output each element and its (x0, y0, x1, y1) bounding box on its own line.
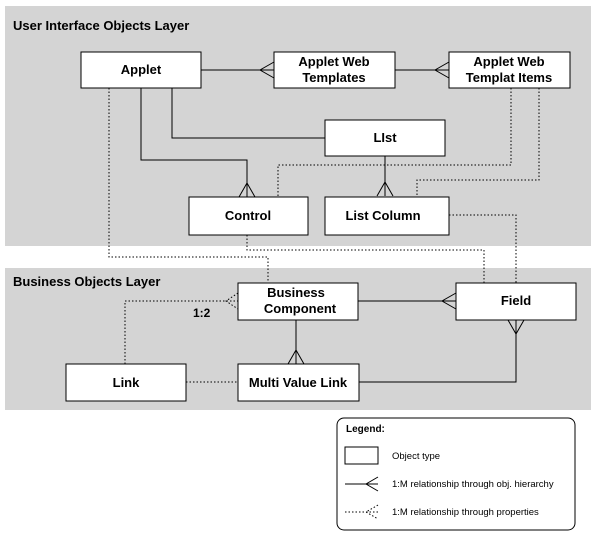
legend-hierarchy: 1:M relationship through obj. hierarchy (392, 479, 554, 490)
control-to-field-dotted (246, 235, 485, 283)
legend-object-type: Object type (392, 451, 440, 462)
box-label-line2: Component (264, 301, 337, 316)
mvl-to-field-line (359, 320, 517, 383)
items-to-control-dotted (277, 88, 512, 197)
legend-properties: 1:M relationship through properties (392, 507, 539, 518)
legend-object-swatch (344, 446, 379, 465)
box-label: Link (113, 375, 140, 390)
box-label: Control (225, 208, 271, 223)
listcolumn-to-field-dotted (449, 214, 517, 283)
crowfoot-bc-field (440, 292, 457, 310)
crowfoot-field (507, 319, 525, 336)
crowfoot-items (433, 61, 450, 79)
box-label: Applet (121, 62, 162, 77)
box-label-line2: Templates (302, 70, 365, 85)
box-label-line1: Applet Web (473, 54, 544, 69)
items-to-listcolumn-dotted (416, 88, 540, 197)
business-layer-title: Business Objects Layer (13, 274, 160, 289)
box-label-line1: Business (267, 285, 325, 300)
dotted-fork-bc (225, 292, 239, 310)
crowfoot-templates (258, 61, 275, 79)
box-applet-web-templates: Applet Web Templates (273, 51, 396, 89)
applet-to-bc-dotted (108, 88, 269, 283)
crowfoot-control (238, 181, 256, 198)
crowfoot-list-column (376, 180, 394, 197)
box-label-line2: Templat Items (466, 70, 552, 85)
crowfoot-mvl (287, 348, 305, 365)
hierarchy-relationships (140, 61, 525, 383)
property-relationships (108, 88, 540, 383)
ui-layer-title: User Interface Objects Layer (13, 18, 189, 33)
legend: Legend: Object type 1:M relationship thr… (336, 417, 576, 531)
box-label: List Column (345, 208, 420, 223)
box-business-component: Business Component (237, 282, 359, 321)
box-link: Link (65, 363, 187, 402)
box-applet-web-template-items: Applet Web Templat Items (448, 51, 571, 89)
box-label: Field (501, 293, 531, 308)
box-label-line1: Applet Web (298, 54, 369, 69)
applet-to-list-line (171, 88, 325, 139)
legend-properties-swatch (345, 504, 379, 520)
legend-hierarchy-swatch (345, 476, 379, 492)
box-multi-value-link: Multi Value Link (237, 363, 360, 402)
legend-title: Legend: (346, 424, 385, 435)
box-list: LIst (324, 119, 446, 157)
box-label: LIst (373, 130, 397, 145)
box-applet: Applet (80, 51, 202, 89)
link-to-bc-dotted (124, 300, 238, 364)
cardinality-label: 1:2 (193, 306, 211, 320)
box-control: Control (188, 196, 309, 236)
box-list-column: List Column (324, 196, 450, 236)
applet-to-control-line (140, 88, 248, 197)
box-field: Field (455, 282, 577, 321)
box-label: Multi Value Link (249, 375, 348, 390)
